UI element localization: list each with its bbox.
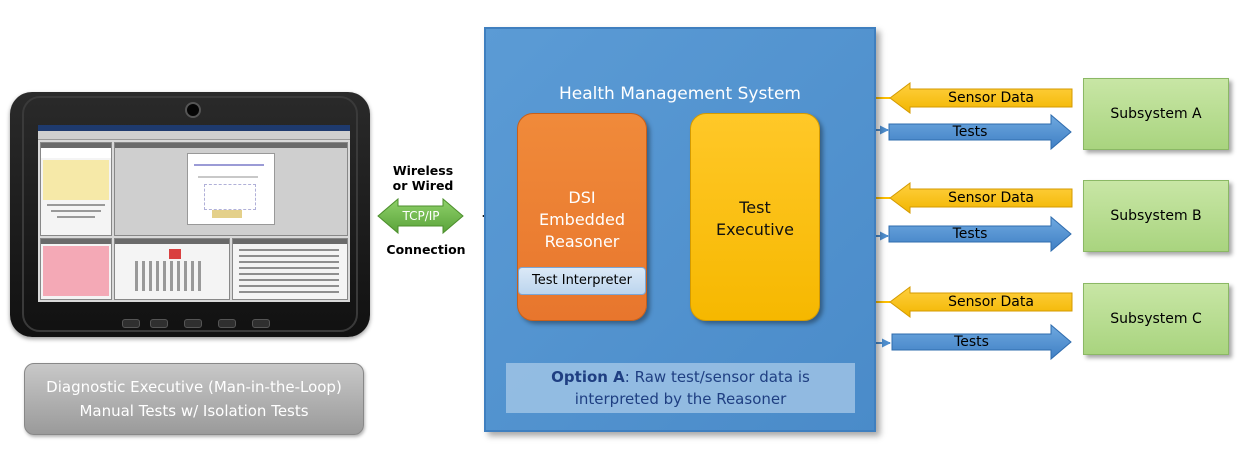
test-exec-line-1: Test xyxy=(739,198,771,217)
option-line-2: interpreted by the Reasoner xyxy=(574,390,787,408)
caption-line-2: Manual Tests w/ Isolation Tests xyxy=(79,402,309,420)
hms-title: Health Management System xyxy=(558,84,801,104)
option-rest: : Raw test/sensor data is xyxy=(624,368,810,386)
connection-label-top: Wireless or Wired xyxy=(378,163,468,193)
sensor-data-arrow-b xyxy=(889,182,1073,214)
sensor-data-arrow-c xyxy=(889,286,1073,318)
tablet-button xyxy=(150,319,168,328)
connection-line-1: Wireless xyxy=(392,163,454,178)
tests-label-b: Tests xyxy=(952,226,988,242)
tcp-ip-label: TCP/IP xyxy=(402,209,440,223)
test-executive-box: Test Executive xyxy=(690,113,820,321)
tablet-button xyxy=(122,319,140,328)
tests-label-c: Tests xyxy=(954,334,989,350)
subsystem-a-box: Subsystem A xyxy=(1083,78,1229,150)
sensor-data-label-b: Sensor Data xyxy=(948,190,1034,206)
tablet-button xyxy=(218,319,236,328)
connection-line-2: or Wired xyxy=(392,178,454,193)
app-menu-bar xyxy=(38,131,350,140)
caption-line-1: Diagnostic Executive (Man-in-the-Loop) xyxy=(46,378,342,396)
tablet-device xyxy=(10,92,370,337)
dsi-line-2: Embedded xyxy=(538,210,625,229)
dsi-line-3: Reasoner xyxy=(544,232,620,251)
tests-label-a: Tests xyxy=(952,124,988,140)
dsi-line-1: DSI xyxy=(568,188,596,207)
sensor-data-arrow-a xyxy=(889,82,1073,114)
tests-arrow-b xyxy=(888,215,1072,253)
subsystem-b-box: Subsystem B xyxy=(1083,180,1229,252)
windows-button xyxy=(184,319,202,328)
app-pane-schematic xyxy=(114,142,348,236)
tests-arrow-a xyxy=(888,113,1072,151)
app-title-bar xyxy=(38,125,350,131)
tablet-bezel xyxy=(22,96,358,332)
test-executive-label: Test Executive xyxy=(691,197,819,241)
diagnostic-executive-caption: Diagnostic Executive (Man-in-the-Loop) M… xyxy=(24,363,364,435)
tablet-screen xyxy=(38,125,350,302)
subsystem-c-box: Subsystem C xyxy=(1083,283,1229,355)
tablet-button xyxy=(252,319,270,328)
tcp-ip-double-arrow xyxy=(377,197,464,235)
option-line-1: Option A: Raw test/sensor data is xyxy=(506,366,855,388)
tests-arrow-c xyxy=(891,323,1072,361)
app-pane-left-top xyxy=(40,142,112,236)
dsi-reasoner-label: DSI Embedded Reasoner xyxy=(518,187,646,253)
test-exec-line-2: Executive xyxy=(716,220,794,239)
camera-icon xyxy=(185,102,201,118)
option-a-note: Option A: Raw test/sensor data is interp… xyxy=(506,363,855,413)
connection-line-3: Connection xyxy=(386,242,466,257)
app-pane-diagram-1 xyxy=(114,238,230,300)
sensor-data-label-c: Sensor Data xyxy=(948,294,1034,310)
option-bold: Option A xyxy=(551,368,625,386)
sensor-data-label-a: Sensor Data xyxy=(948,90,1034,106)
test-interpreter-box: Test Interpreter xyxy=(518,267,646,295)
app-pane-fault-list xyxy=(40,238,112,300)
app-pane-diagram-2 xyxy=(232,238,348,300)
